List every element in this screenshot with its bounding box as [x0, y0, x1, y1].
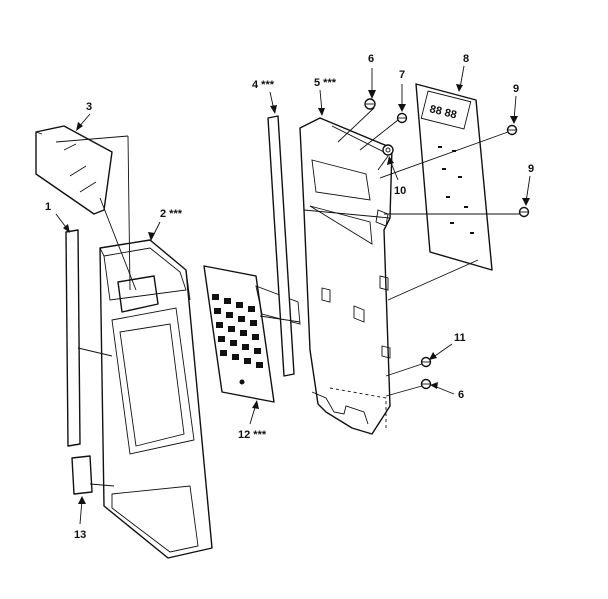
label-part-6-top: 6 — [368, 53, 374, 65]
leader-arrows — [55, 65, 531, 525]
label-part-2: 2 *** — [160, 208, 183, 220]
part-3-window — [35, 125, 113, 215]
callout-labels: 1 2 *** 3 4 *** 5 *** 6 7 8 9 9 10 11 6 … — [45, 53, 534, 541]
label-part-5: 5 *** — [314, 77, 337, 89]
screw-7 — [396, 112, 408, 124]
label-part-7: 7 — [399, 69, 405, 81]
label-part-13: 13 — [74, 529, 86, 541]
part-4-strip — [267, 115, 295, 377]
part-5-bracket — [299, 117, 393, 435]
washer-10 — [382, 144, 394, 156]
label-part-9-lower: 9 — [528, 163, 534, 175]
assembly-lines — [55, 107, 520, 487]
label-part-4: 4 *** — [252, 79, 275, 91]
part-8-circuit-board: 88 88 — [415, 83, 493, 271]
screw-11 — [420, 356, 432, 368]
label-part-9-upper: 9 — [513, 83, 519, 95]
label-part-1: 1 — [45, 201, 51, 213]
part-2-front-panel — [99, 239, 213, 559]
label-part-6-bottom: 6 — [458, 389, 464, 401]
part-1-strip — [65, 229, 81, 447]
screw-6-top — [364, 98, 376, 110]
label-part-11: 11 — [454, 332, 466, 344]
label-part-10: 10 — [394, 185, 406, 197]
label-part-8: 8 — [463, 53, 469, 65]
part-12-keypad — [203, 265, 301, 403]
screw-9-upper — [506, 124, 518, 136]
screw-9-lower — [518, 206, 530, 218]
label-part-3: 3 — [86, 101, 92, 113]
part-13-plate — [71, 455, 93, 495]
screw-6-bottom — [420, 378, 432, 390]
label-part-12: 12 *** — [238, 429, 267, 441]
